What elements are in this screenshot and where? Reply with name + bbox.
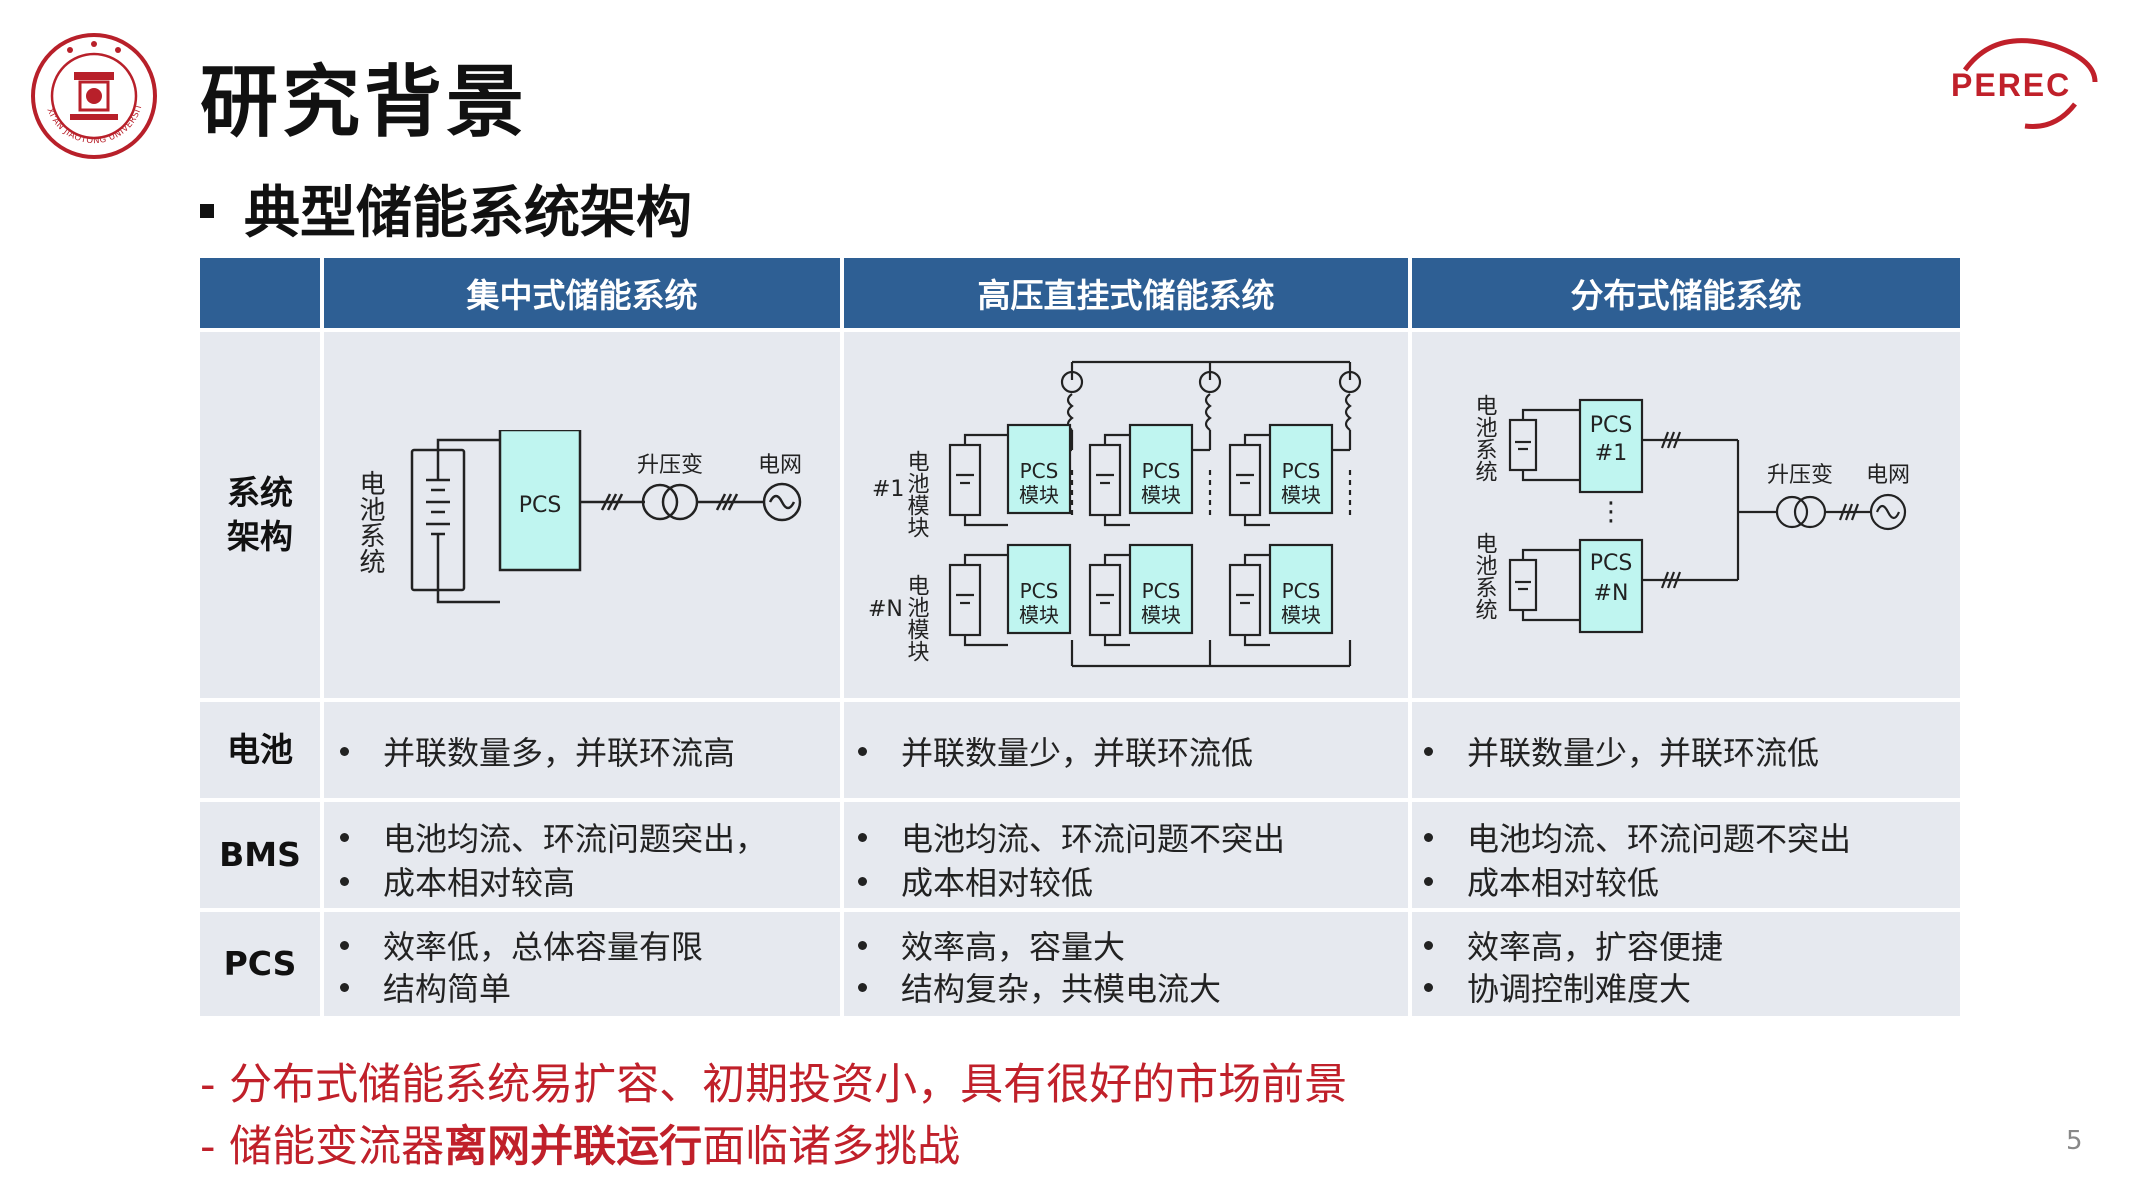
diagram-cell-distributed (1412, 332, 1960, 698)
module-n-label: #N (868, 597, 903, 622)
pcs-distributed-item-1: 效率高，扩容便捷 (1424, 922, 1723, 968)
slide-title: 研究背景 (200, 58, 529, 148)
pcs-module-label: PCS (1282, 579, 1321, 603)
bms-distributed-item-1: 电池均流、环流问题不突出 (1424, 814, 1851, 860)
battery-label: 电池系统 (355, 470, 385, 574)
battery-module-label-1: 电池模块 (904, 450, 930, 538)
bms-high-voltage-item-2: 成本相对较低 (858, 858, 1093, 904)
column-header-centralized: 集中式储能系统 (324, 258, 840, 328)
svg-text:XI'AN JIAOTONG UNIVERSITY: XI'AN JIAOTONG UNIVERSITY (30, 32, 145, 146)
slide-subtitle: 典型储能系统架构 (200, 168, 692, 249)
pcs-module-label: 模块 (1141, 603, 1181, 627)
pcs-module-label: 模块 (1281, 603, 1321, 627)
page-number: 5 (2066, 1126, 2083, 1156)
pcs-1-number: #1 (1595, 441, 1627, 466)
column-header-high-voltage: 高压直挂式储能系统 (844, 258, 1408, 328)
pcs-module-label: PCS (1142, 579, 1181, 603)
pcs-n-number: #N (1594, 581, 1629, 606)
row-label-battery: 电池 (227, 730, 293, 769)
pcs-module-label: 模块 (1019, 603, 1059, 627)
battery-label-1: 电池系统 (1472, 394, 1498, 482)
battery-centralized-item: 并联数量多，并联环流高 (340, 728, 735, 774)
perec-logo: PEREC (1951, 38, 2098, 130)
transformer-label: 升压变 (1767, 463, 1833, 488)
pcs-centralized-item-2: 结构简单 (340, 964, 511, 1010)
university-seal-logo: XI'AN JIAOTONG UNIVERSITY (30, 32, 157, 159)
pcs-module-label: PCS (1020, 459, 1059, 483)
pcs-1-label: PCS (1590, 413, 1633, 438)
footer-emphasis: 离网并联运行 (444, 1122, 703, 1172)
pcs-box (498, 430, 582, 572)
pcs-module-label: PCS (1020, 579, 1059, 603)
row-label-architecture-text: 系统架构 (227, 473, 293, 556)
module-1-label: #1 (872, 477, 904, 502)
grid-label: 电网 (1866, 463, 1910, 488)
transformer-icon (641, 483, 679, 521)
battery-distributed-item: 并联数量少，并联环流低 (1424, 728, 1819, 774)
footer-line-1: - 分布式储能系统易扩容、初期投资小，具有很好的市场前景 (200, 1060, 1348, 1110)
row-label-architecture: 系统架构 (200, 332, 320, 698)
centralized-diagram: PCS 升压变 电网 电池系统 (355, 430, 802, 604)
pcs-module-label: PCS (1142, 459, 1181, 483)
square-bullet-icon (200, 203, 214, 218)
pcs-module-label: 模块 (1141, 483, 1181, 507)
pcs-high-voltage-item-1: 效率高，容量大 (858, 922, 1125, 968)
battery-high-voltage-item: 并联数量少，并联环流低 (858, 728, 1253, 774)
pcs-module-label: 模块 (1019, 483, 1059, 507)
diagram-cell-centralized (324, 332, 840, 698)
pcs-centralized-item-1: 效率低，总体容量有限 (340, 922, 703, 968)
grid-label: 电网 (758, 453, 802, 478)
pcs-n-label: PCS (1590, 551, 1633, 576)
transformer-label: 升压变 (637, 453, 703, 478)
bms-distributed-item-2: 成本相对较低 (1424, 858, 1659, 904)
ellipsis-dots: ⋮ (1598, 497, 1624, 527)
architecture-table: 集中式储能系统 高压直挂式储能系统 分布式储能系统 系统架构 电池 并联数量多，… (200, 258, 1960, 1016)
row-label-pcs: PCS (223, 944, 297, 983)
footer-line-2: - 储能变流器离网并联运行面临诸多挑战 (200, 1122, 961, 1172)
bms-centralized-item-2: 成本相对较高 (340, 858, 575, 904)
pcs-module-label: PCS (1282, 459, 1321, 483)
pcs-high-voltage-item-2: 结构复杂，共模电流大 (858, 964, 1221, 1010)
diagram-cell-high-voltage (844, 332, 1408, 698)
bms-high-voltage-item-1: 电池均流、环流问题不突出 (858, 814, 1285, 860)
grid-icon (762, 482, 802, 522)
distributed-diagram: PCS #1 PCS #N ⋮ 升压变 电网 电池系统 电池系统 (1472, 394, 1910, 634)
subtitle-text: 典型储能系统架构 (244, 181, 692, 246)
pcs-module-label: 模块 (1281, 483, 1321, 507)
header-corner (200, 258, 320, 328)
pcs-distributed-item-2: 协调控制难度大 (1424, 964, 1691, 1010)
battery-label-n: 电池系统 (1472, 532, 1498, 620)
seal-text: XI'AN JIAOTONG UNIVERSITY (30, 32, 144, 146)
bms-centralized-item-1: 电池均流、环流问题突出， (340, 814, 767, 860)
pcs-label: PCS (519, 493, 562, 518)
perec-logo-text: PEREC (1951, 67, 2071, 103)
battery-module-label-n: 电池模块 (904, 574, 930, 662)
row-label-bms: BMS (219, 835, 301, 874)
column-header-distributed: 分布式储能系统 (1412, 258, 1960, 328)
